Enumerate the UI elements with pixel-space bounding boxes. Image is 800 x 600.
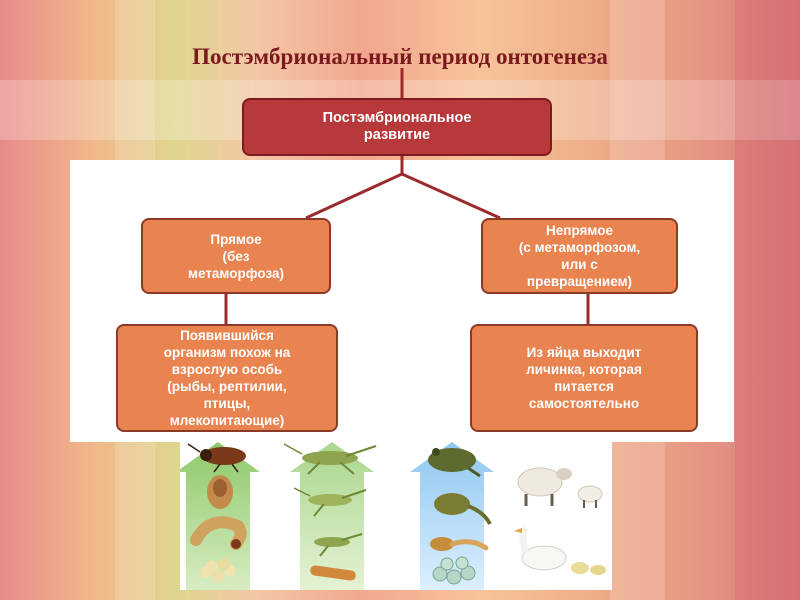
larva-icon bbox=[190, 516, 247, 550]
sheep-icon bbox=[517, 467, 572, 506]
connector-branch bbox=[305, 172, 501, 220]
indirect-label: Непрямое (с метаморфозом, или с превраще… bbox=[518, 223, 641, 289]
direct-description-node: Появившийся организм похож на взрослую о… bbox=[116, 324, 338, 432]
frog-icon bbox=[428, 448, 481, 478]
eggs-icon bbox=[200, 558, 236, 582]
lamb-icon bbox=[577, 485, 603, 508]
frog-eggs-icon bbox=[432, 556, 476, 585]
beetle-pupa-icon bbox=[207, 475, 233, 509]
root-label: Постэмбриональное развитие bbox=[322, 110, 472, 143]
egg-pod-icon bbox=[310, 565, 356, 581]
indirect-description-node: Из яйца выходит личинка, которая питаетс… bbox=[470, 324, 698, 432]
direct-label: Прямое (без метаморфоза) bbox=[188, 231, 284, 281]
direct-development-node: Прямое (без метаморфоза) bbox=[141, 218, 331, 294]
nymph-icon bbox=[293, 487, 367, 517]
life-cycle-illustration bbox=[176, 440, 612, 590]
root-node: Постэмбриональное развитие bbox=[242, 98, 552, 156]
young-frog-icon bbox=[434, 493, 492, 525]
arrow-frog bbox=[410, 442, 494, 590]
grasshopper-icon bbox=[283, 443, 377, 475]
gosling-icon bbox=[571, 562, 606, 575]
slide-title: Постэмбриональный период онтогенеза bbox=[192, 44, 608, 69]
beetle-icon bbox=[187, 443, 246, 473]
background-stripe bbox=[735, 0, 800, 600]
young-nymph-icon bbox=[314, 533, 363, 557]
tadpole-icon bbox=[430, 537, 489, 551]
arrow-grasshopper bbox=[290, 442, 374, 590]
indirect-development-node: Непрямое (с метаморфозом, или с превраще… bbox=[481, 218, 678, 294]
arrow-beetle bbox=[176, 442, 260, 590]
goose-icon bbox=[514, 525, 567, 571]
direct-description: Появившийся организм похож на взрослую о… bbox=[163, 328, 291, 428]
indirect-description: Из яйца выходит личинка, которая питаетс… bbox=[526, 345, 642, 411]
